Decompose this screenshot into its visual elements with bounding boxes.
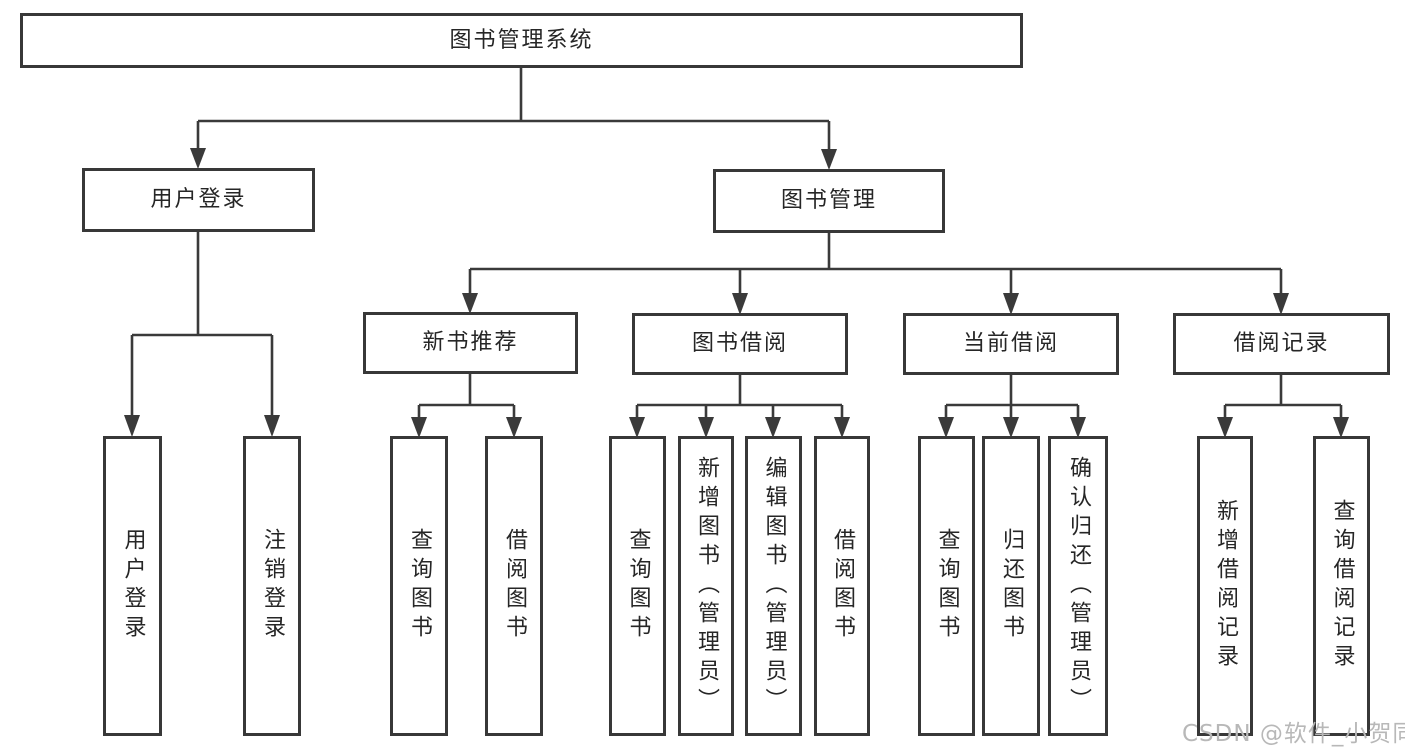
node-leaf-user-login: 用户登录 — [103, 436, 162, 736]
node-leaf-borrow-books-newbooks: 借阅图书 — [485, 436, 543, 736]
node-label: 新书推荐 — [422, 330, 519, 355]
node-label: 图书管理系统 — [449, 27, 594, 53]
node-leaf-query-borrow-record: 查询借阅记录 — [1313, 436, 1370, 736]
connector-current-borrowing-to-leaves — [938, 375, 1086, 438]
node-leaf-add-books-admin: 新增图书（管理员） — [678, 436, 734, 736]
node-book-borrowing: 图书借阅 — [632, 313, 848, 375]
connector-root-to-level2 — [190, 68, 837, 170]
node-label: 借阅图书 — [502, 528, 527, 644]
node-label: 新增借阅记录 — [1213, 499, 1238, 673]
node-leaf-query-books-current: 查询图书 — [918, 436, 975, 736]
node-label: 注销登录 — [260, 528, 285, 644]
node-leaf-logout: 注销登录 — [243, 436, 301, 736]
node-label: 编辑图书（管理员） — [761, 455, 787, 717]
node-label: 确认归还（管理员） — [1066, 455, 1091, 717]
node-leaf-borrow-books-borrowing: 借阅图书 — [814, 436, 870, 736]
connector-new-books-to-leaves — [411, 374, 522, 438]
node-leaf-query-books-newbooks: 查询图书 — [390, 436, 448, 736]
connector-book-management-to-level3 — [462, 233, 1289, 315]
node-label: 用户登录 — [120, 528, 146, 644]
node-label: 图书借阅 — [691, 331, 788, 356]
node-user-login: 用户登录 — [82, 168, 315, 232]
node-label: 查询图书 — [407, 528, 432, 644]
node-label: 图书管理 — [780, 188, 877, 213]
node-library-management-system: 图书管理系统 — [20, 13, 1023, 68]
node-leaf-add-borrow-record: 新增借阅记录 — [1197, 436, 1253, 736]
node-leaf-edit-books-admin: 编辑图书（管理员） — [745, 436, 802, 736]
node-label: 查询借阅记录 — [1329, 499, 1355, 673]
node-label: 借阅图书 — [830, 528, 855, 644]
node-new-book-recommendation: 新书推荐 — [363, 312, 578, 374]
node-label: 当前借阅 — [962, 331, 1059, 356]
csdn-watermark: CSDN @软件_小贺同学 — [1182, 721, 1405, 747]
node-label: 查询图书 — [625, 528, 651, 644]
node-label: 归还图书 — [999, 528, 1024, 644]
node-label: 用户登录 — [150, 187, 247, 212]
connector-user-login-to-leaves — [124, 232, 280, 437]
node-leaf-query-books-borrowing: 查询图书 — [609, 436, 666, 736]
connector-book-borrowing-to-leaves — [629, 375, 850, 438]
node-current-borrowing: 当前借阅 — [903, 313, 1119, 375]
node-borrowing-records: 借阅记录 — [1173, 313, 1390, 375]
node-leaf-return-books: 归还图书 — [982, 436, 1040, 736]
node-label: 查询图书 — [934, 528, 960, 644]
node-leaf-confirm-return-admin: 确认归还（管理员） — [1048, 436, 1108, 736]
node-label: 新增图书（管理员） — [694, 455, 719, 717]
connector-borrowing-records-to-leaves — [1217, 375, 1349, 438]
node-label: 借阅记录 — [1233, 331, 1330, 356]
node-book-management: 图书管理 — [713, 169, 945, 233]
